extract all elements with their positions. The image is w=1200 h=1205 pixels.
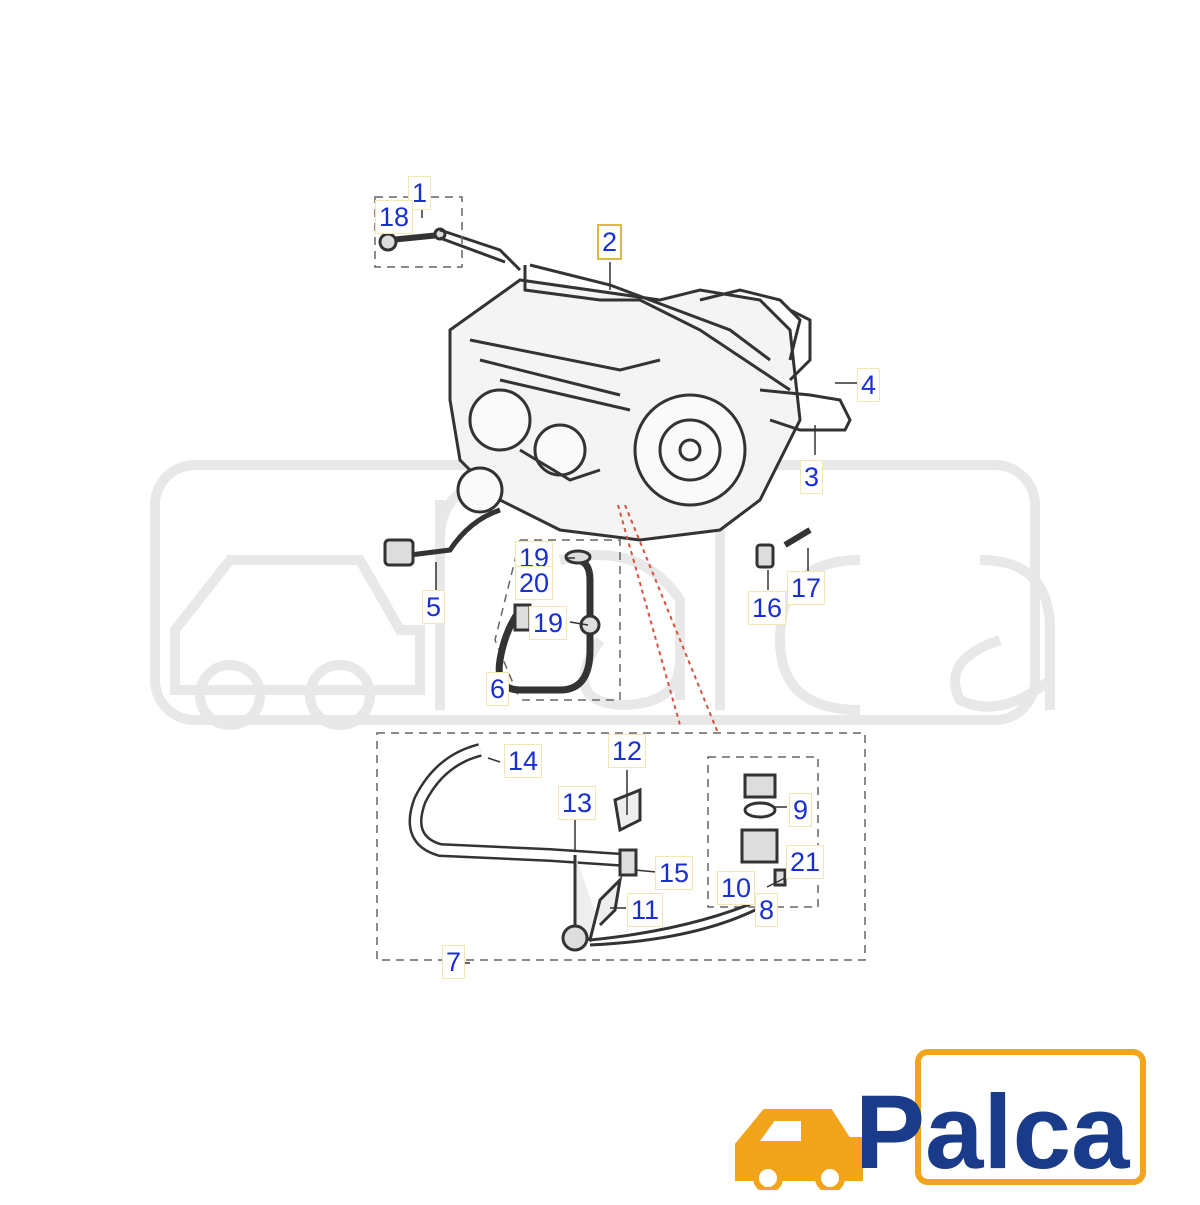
reference-lines <box>617 504 719 734</box>
callout-20: 20 <box>515 566 554 600</box>
callout-11: 11 <box>627 893 664 927</box>
callout-10: 10 <box>717 871 756 905</box>
leader-lines <box>421 205 858 964</box>
callout-4: 4 <box>857 368 881 402</box>
callout-12: 12 <box>608 734 647 768</box>
callout-15: 15 <box>655 856 694 890</box>
callout-5: 5 <box>422 590 446 624</box>
pipe-7 <box>408 743 766 952</box>
thermostat-8 <box>740 773 787 887</box>
callout-8: 8 <box>755 893 779 927</box>
group-box-6 <box>520 539 621 701</box>
callout-19-lower: 19 <box>529 606 568 640</box>
hose-6 <box>495 549 601 694</box>
logo-frame <box>915 1049 1146 1185</box>
callout-16: 16 <box>748 591 787 625</box>
callout-3: 3 <box>800 460 824 494</box>
callout-6: 6 <box>486 672 510 706</box>
car-icon <box>735 1109 863 1190</box>
watermark-car-icon <box>170 555 425 695</box>
callout-21: 21 <box>786 845 825 879</box>
callout-14: 14 <box>504 744 543 778</box>
palca-logo: Palca <box>735 1049 1146 1190</box>
group-box-7 <box>376 732 866 961</box>
callout-7: 7 <box>442 945 466 979</box>
callout-18: 18 <box>375 200 414 234</box>
callout-9: 9 <box>789 793 813 827</box>
logo-text: Palca <box>855 1074 1131 1190</box>
callout-2: 2 <box>597 224 623 260</box>
engine-assembly <box>378 227 852 567</box>
callout-1: 1 <box>408 176 432 210</box>
callout-17: 17 <box>787 571 826 605</box>
callout-13: 13 <box>558 786 597 820</box>
sensors-16-17 <box>755 527 812 569</box>
